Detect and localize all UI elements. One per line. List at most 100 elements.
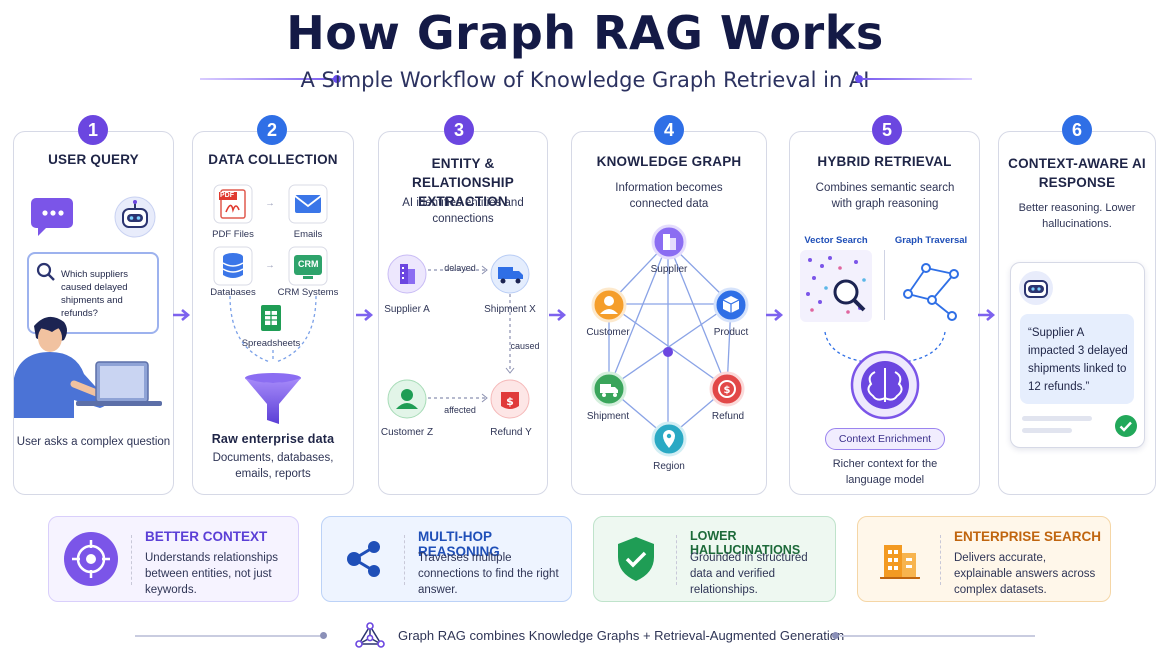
footer-line-right xyxy=(840,635,1035,637)
context-enrichment-pill xyxy=(825,428,945,450)
customer-node-icon xyxy=(591,287,627,323)
supplier-node-icon xyxy=(651,224,687,260)
refund-icon: $ xyxy=(490,379,530,419)
chat-bubble-icon xyxy=(31,198,73,236)
step-title-ai-response: CONTEXT-AWARE AI RESPONSE xyxy=(1008,156,1146,190)
robot-icon xyxy=(1019,271,1053,305)
graph-node-label-supplier: Supplier xyxy=(650,264,688,275)
graph-network-icon xyxy=(355,622,385,648)
step-number-5: 5 xyxy=(872,115,902,145)
raw-data-title: Raw enterprise data xyxy=(211,432,335,446)
arrow-right-icon xyxy=(356,309,374,321)
footer-text: Graph RAG combines Knowledge Graphs + Re… xyxy=(398,628,845,643)
step-description-ai-response: Better reasoning. Lower hallucinations. xyxy=(1018,202,1136,230)
source-label-pdf: PDF Files xyxy=(212,229,254,240)
brain-icon xyxy=(850,350,920,420)
building-icon xyxy=(387,254,427,294)
target-icon xyxy=(64,532,118,586)
subtitle-row: A Simple Workflow of Knowledge Graph Ret… xyxy=(0,66,1170,96)
method-label-vector-search: Vector Search xyxy=(804,235,868,246)
graph-node-label-shipment: Shipment xyxy=(586,411,630,422)
pdf-file-icon xyxy=(213,184,253,224)
method-label-graph-traversal: Graph Traversal xyxy=(894,235,968,246)
funnel-icon xyxy=(245,373,301,424)
customer-icon xyxy=(387,379,427,419)
region-node-icon xyxy=(651,421,687,457)
search-icon xyxy=(36,262,55,281)
footer: Graph RAG combines Knowledge Graphs + Re… xyxy=(0,622,1170,648)
shield-check-icon xyxy=(618,537,654,581)
crm-badge-label: CRM xyxy=(298,259,319,269)
source-label-spreadsheets: Spreadsheets xyxy=(241,338,301,349)
subtitle-line-right xyxy=(862,78,972,80)
shipment-node-icon xyxy=(591,371,627,407)
graph-node-label-refund: Refund xyxy=(711,411,745,422)
step-description-knowledge-graph: Information becomes connected data xyxy=(615,182,723,210)
feature-separator xyxy=(940,535,941,585)
source-arrow: → xyxy=(265,260,275,271)
svg-text:$: $ xyxy=(724,385,731,396)
vector-search-icon xyxy=(800,250,872,322)
svg-text:$: $ xyxy=(506,395,514,408)
step-caption-data-collection: Documents, databases, emails, reports xyxy=(212,452,334,480)
source-label-databases: Databases xyxy=(210,287,256,298)
feature-text-lower-hallucinations: Grounded in structured data and verified… xyxy=(690,552,808,596)
product-node-icon xyxy=(713,287,749,323)
subtitle-dot-left xyxy=(333,75,341,83)
subtitle-dot-right xyxy=(855,75,863,83)
graph-node-label-customer: Customer xyxy=(586,327,630,338)
retrieval-connectors xyxy=(824,331,946,363)
entity-label-refund-y: Refund Y xyxy=(490,427,532,438)
entity-graph xyxy=(428,265,515,403)
pdf-badge-label: PDF xyxy=(220,192,234,199)
placeholder-line xyxy=(1022,416,1092,421)
graph-node-label-region: Region xyxy=(653,461,685,472)
query-text: Which suppliers caused delayed shipments… xyxy=(61,269,129,319)
step-title-hybrid-retrieval: HYBRID RETRIEVAL xyxy=(817,154,952,169)
source-arrow: → xyxy=(265,198,275,209)
step-number-2: 2 xyxy=(257,115,287,145)
person-laptop-illustration xyxy=(14,316,162,418)
crm-icon xyxy=(288,246,328,286)
entity-label-supplier-a: Supplier A xyxy=(384,304,430,315)
entity-label-shipment-x: Shipment X xyxy=(484,304,536,315)
source-label-crm: CRM Systems xyxy=(277,287,339,298)
response-text: “Supplier A impacted 3 delayed shipments… xyxy=(1028,327,1128,393)
footer-dot-right xyxy=(832,632,839,639)
spreadsheet-icon xyxy=(261,305,281,331)
feature-card-enterprise-search: ENTERPRISE SEARCH Delivers accurate, exp… xyxy=(857,516,1111,602)
feature-separator xyxy=(676,535,677,585)
step-caption-user-query: User asks a complex question xyxy=(16,436,171,448)
step-title-user-query: USER QUERY xyxy=(48,152,139,167)
share-nodes-icon xyxy=(337,532,391,586)
arrow-right-icon xyxy=(549,309,567,321)
page-subtitle: A Simple Workflow of Knowledge Graph Ret… xyxy=(300,68,870,92)
office-building-icon xyxy=(880,545,920,579)
step-title-knowledge-graph: KNOWLEDGE GRAPH xyxy=(596,154,742,169)
step-number-3: 3 xyxy=(444,115,474,145)
footer-line-left xyxy=(135,635,320,637)
funnel-connectors xyxy=(229,295,317,363)
graph-node-label-product: Product xyxy=(713,327,749,338)
feature-card-better-context: BETTER CONTEXT Understands relationships… xyxy=(48,516,299,602)
step-number-6: 6 xyxy=(1062,115,1092,145)
relation-label-delayed: delayed xyxy=(444,263,476,273)
feature-card-multi-hop: MULTI-HOP REASONING Traverses multiple c… xyxy=(321,516,572,602)
relation-label-affected: affected xyxy=(444,405,476,415)
email-icon xyxy=(288,184,328,224)
method-divider xyxy=(884,250,885,320)
feature-title-better-context: BETTER CONTEXT xyxy=(145,529,268,544)
placeholder-line xyxy=(1022,428,1072,433)
step-description-hybrid-retrieval: Combines semantic search with graph reas… xyxy=(815,182,955,210)
step-number-4: 4 xyxy=(654,115,684,145)
step-description-entity-extraction: AI identifies entities and connections xyxy=(402,197,524,225)
feature-separator xyxy=(404,535,405,585)
feature-card-lower-hallucinations: LOWER HALLUCINATIONS Grounded in structu… xyxy=(593,516,836,602)
page-title: How Graph RAG Works xyxy=(286,6,884,60)
relation-label-caused: caused xyxy=(510,341,540,351)
feature-separator xyxy=(131,535,132,585)
feature-text-enterprise-search: Delivers accurate, explainable answers a… xyxy=(954,552,1096,596)
step-caption-hybrid-retrieval: Richer context for the language model xyxy=(832,458,938,486)
context-enrichment-label: Context Enrichment xyxy=(838,433,932,445)
feature-title-lower-hallucinations: LOWER HALLUCINATIONS xyxy=(690,529,801,557)
